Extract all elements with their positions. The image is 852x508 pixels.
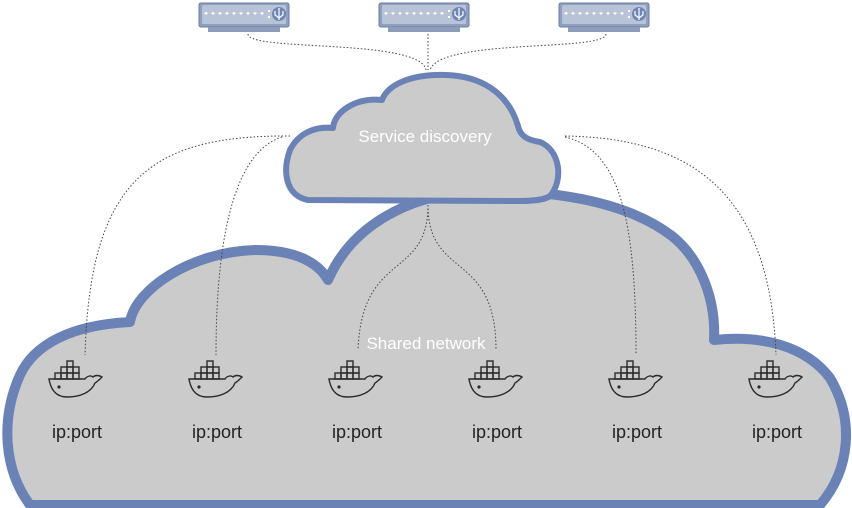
container-3: ip:port: [328, 360, 383, 442]
connector-lines: [84, 33, 777, 356]
service-discovery-label: Service discovery: [358, 127, 492, 146]
container-4: ip:port: [468, 360, 523, 442]
shared-network-label: Shared network: [366, 334, 486, 353]
server-rack-icon: [558, 2, 650, 33]
container-6: ip:port: [748, 360, 803, 442]
container-address: ip:port: [52, 422, 102, 442]
container-address: ip:port: [192, 422, 242, 442]
server-rack-icon: [378, 2, 470, 33]
container-address: ip:port: [332, 422, 382, 442]
container-2: ip:port: [188, 360, 243, 442]
container-address: ip:port: [612, 422, 662, 442]
container-address: ip:port: [472, 422, 522, 442]
service-discovery-cloud: [283, 71, 562, 204]
container-5: ip:port: [608, 360, 663, 442]
container-1: ip:port: [48, 360, 103, 442]
server-rack-icon: [198, 2, 290, 33]
container-address: ip:port: [752, 422, 802, 442]
